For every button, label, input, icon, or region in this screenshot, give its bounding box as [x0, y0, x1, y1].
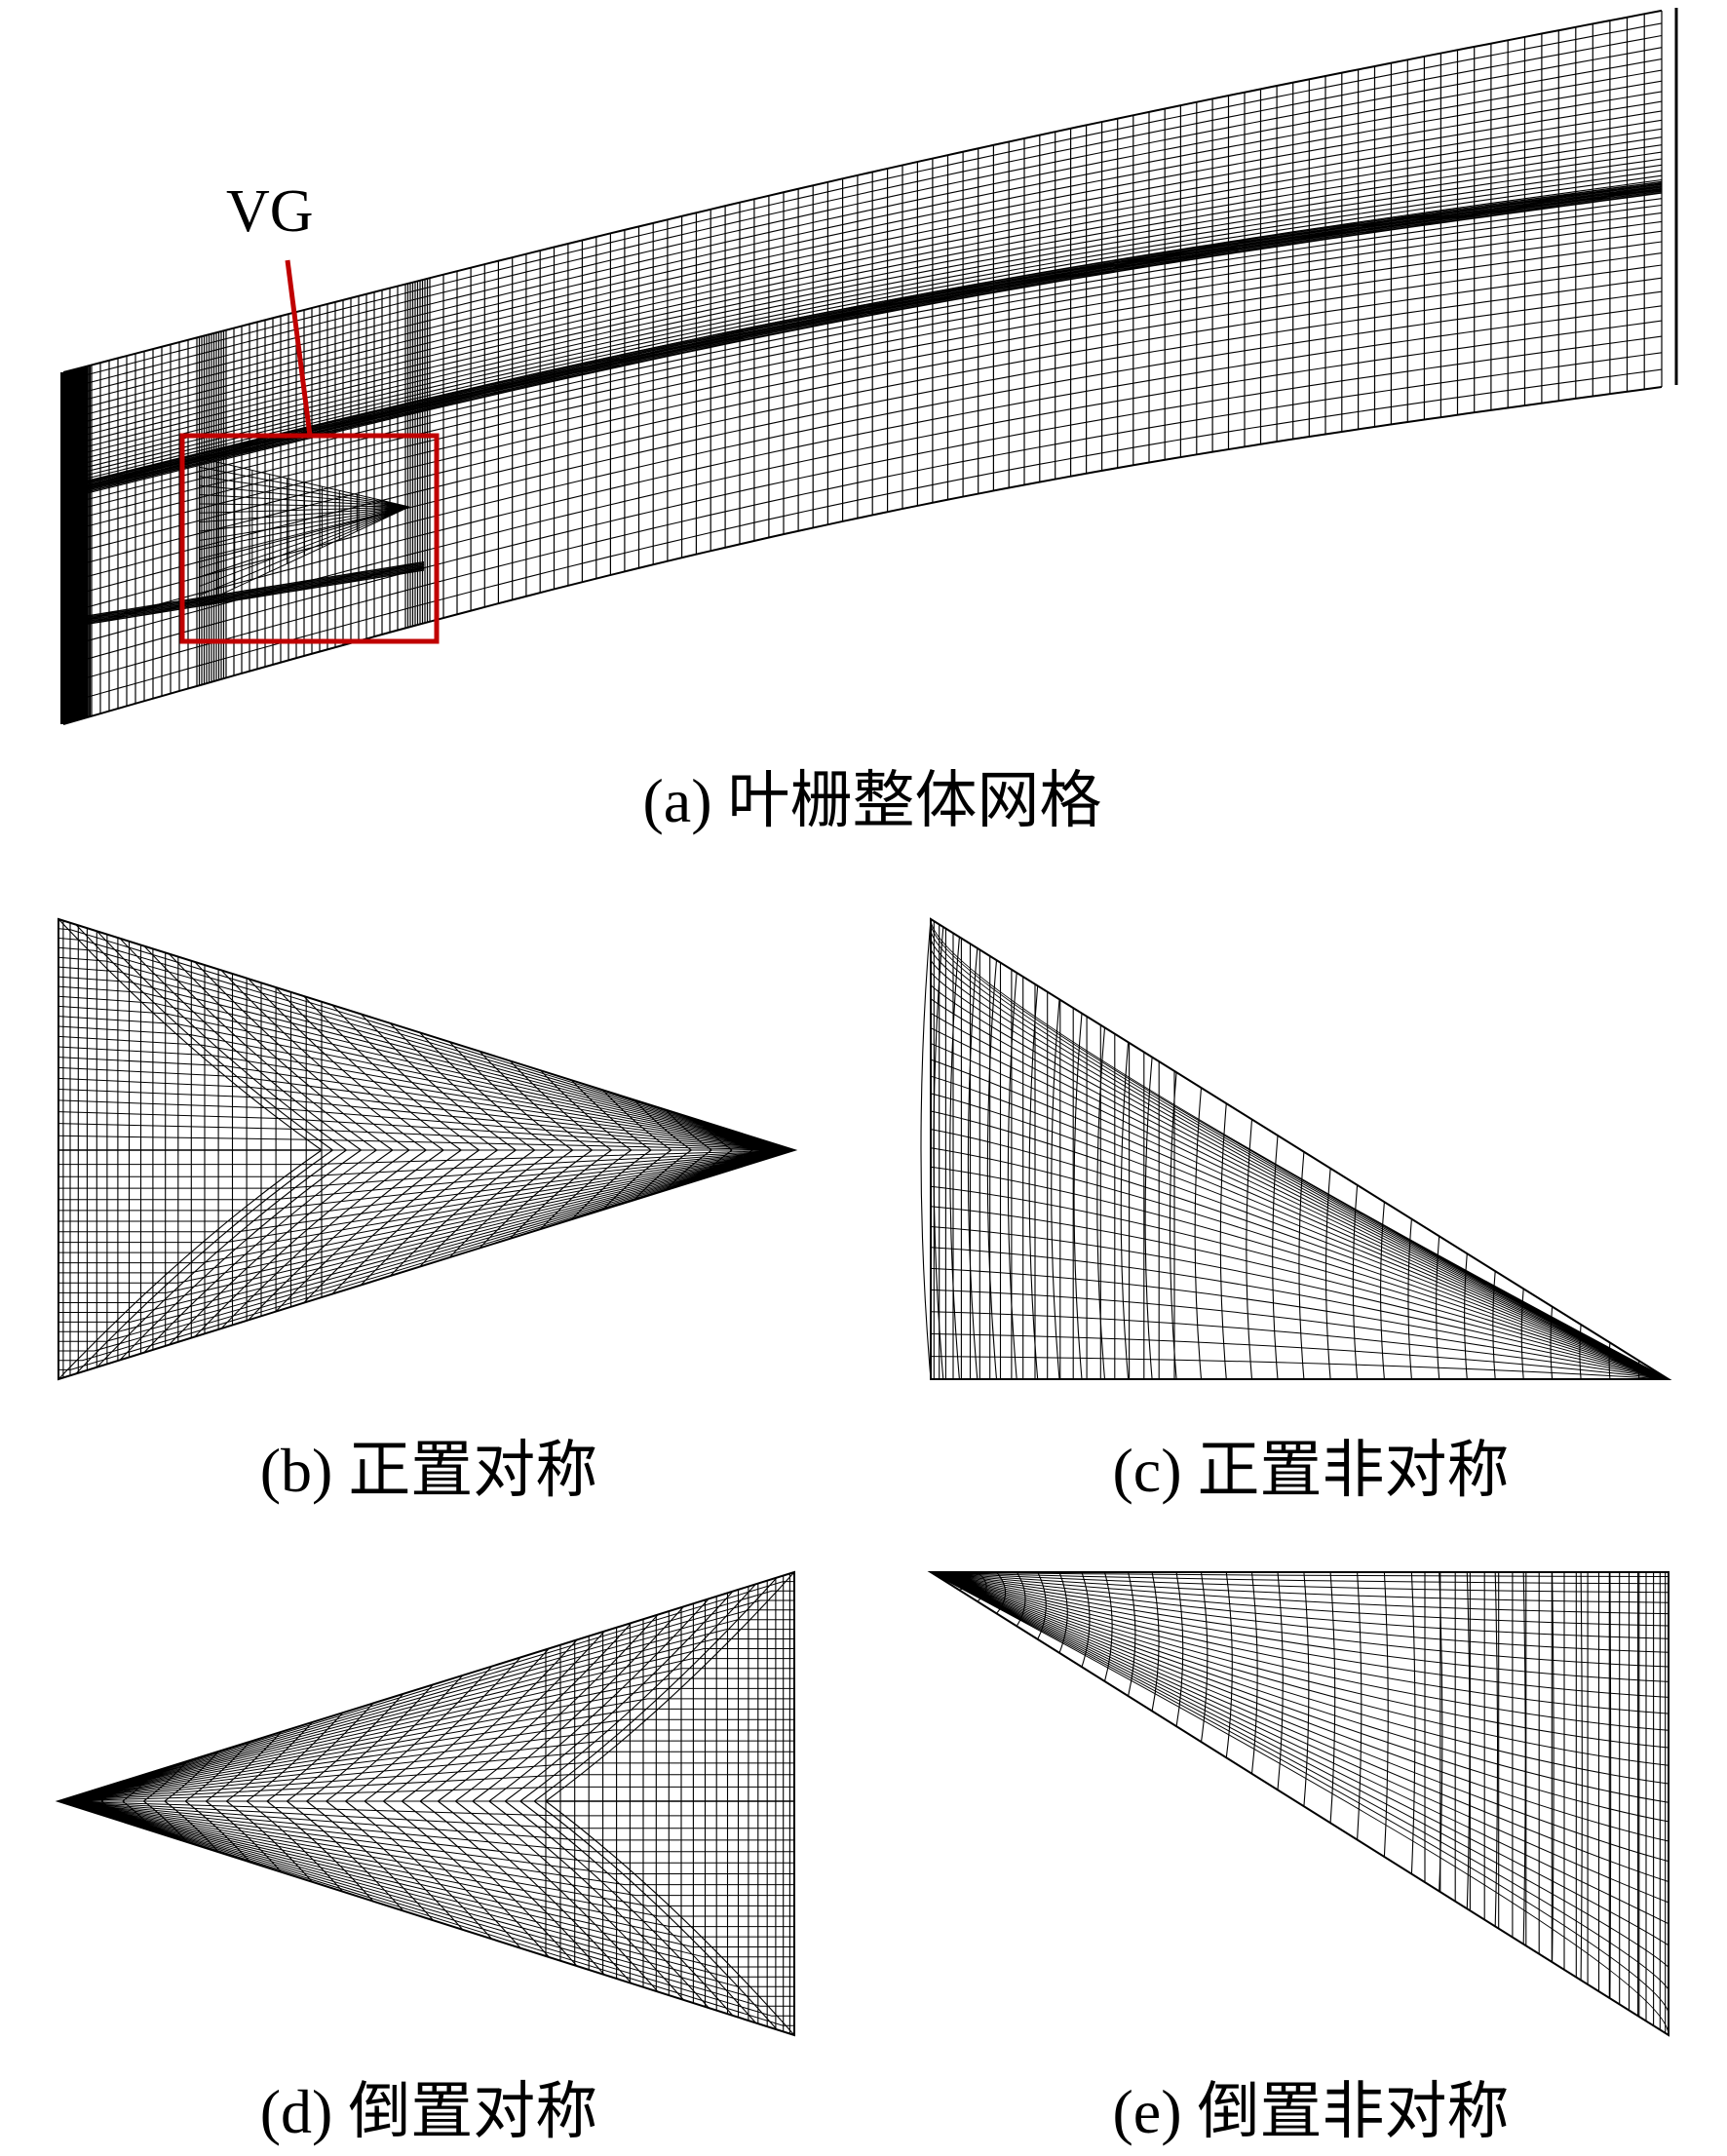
panel-d: (d) 倒置对称 — [55, 1570, 795, 2146]
vg-mesh-inverted-asymmetric — [927, 1571, 1669, 2037]
mesh-outline — [58, 917, 798, 1381]
panel-b: (b) 正置对称 — [58, 917, 798, 1505]
caption-b: (b) 正置对称 — [260, 1436, 598, 1505]
mesh-outline — [927, 1571, 1669, 2037]
caption-c: (c) 正置非对称 — [1112, 1436, 1509, 1505]
panel-c: (c) 正置非对称 — [920, 917, 1672, 1505]
mesh-vertical — [930, 919, 1175, 1379]
mesh-outline — [55, 1570, 795, 2037]
wake-band — [62, 180, 1663, 499]
lower-band — [62, 560, 425, 629]
panel-e: (e) 倒置非对称 — [927, 1571, 1669, 2146]
mesh-vertical — [1424, 1572, 1669, 2035]
bottom-boundary — [62, 386, 1663, 725]
cascade-mesh — [60, 8, 1678, 725]
mesh-layers — [930, 918, 1669, 1380]
vg-leader-line — [285, 259, 313, 437]
caption-a: (a) 叶栅整体网格 — [642, 766, 1101, 835]
mesh-rays — [58, 918, 774, 1380]
mesh-outline — [930, 917, 1672, 1380]
vg-label: VG — [226, 178, 314, 245]
vg-mesh — [199, 457, 410, 605]
panel-a: VG (a) 叶栅整体网格 — [60, 8, 1678, 835]
vg-mesh-upright-asymmetric — [920, 917, 1672, 1380]
caption-e: (e) 倒置非对称 — [1112, 2077, 1509, 2146]
vg-mesh-inverted-symmetric — [55, 1570, 795, 2037]
vg-mesh-upright-symmetric — [58, 917, 798, 1381]
mesh-layers — [58, 1571, 795, 2036]
caption-d: (d) 倒置对称 — [260, 2077, 598, 2146]
top-boundary — [62, 9, 1663, 373]
